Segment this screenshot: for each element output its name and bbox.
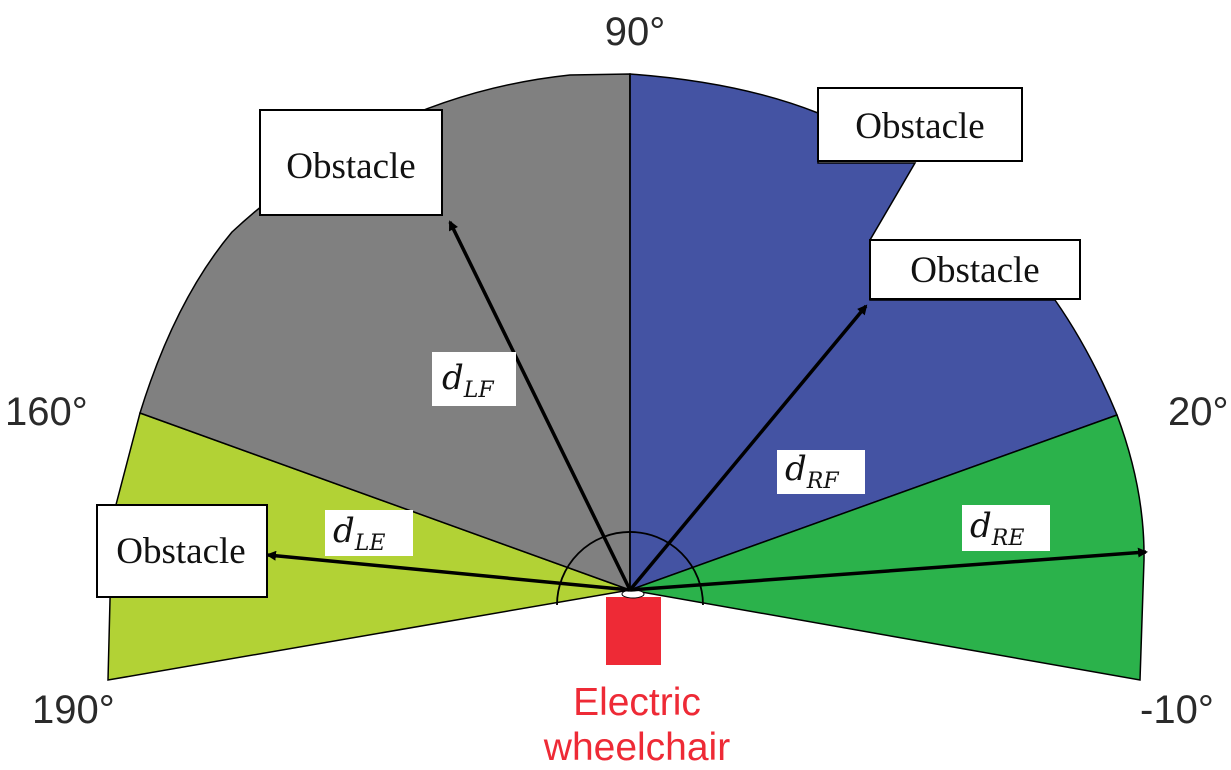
wheelchair-body <box>606 597 661 665</box>
obstacle-box-right-front-top: Obstacle <box>817 87 1023 162</box>
angle-label-neg10: -10° <box>1140 688 1214 732</box>
distance-label-re: dRE <box>962 505 1050 551</box>
distance-base: d <box>785 449 807 489</box>
arrow-le <box>266 550 631 592</box>
obstacle-box-left-front: Obstacle <box>259 109 443 216</box>
distance-label-le: dLE <box>325 510 413 556</box>
obstacle-label: Obstacle <box>116 531 245 572</box>
distance-sub: LE <box>354 531 386 556</box>
angle-label-160: 160° <box>5 390 88 434</box>
distance-base: d <box>970 506 992 546</box>
obstacle-label: Obstacle <box>286 146 415 187</box>
distance-label-lf: dLF <box>432 352 516 406</box>
distance-base: d <box>442 358 464 398</box>
angle-label-20: 20° <box>1168 390 1229 434</box>
right-front-sector <box>629 73 1118 592</box>
obstacle-box-left-edge: Obstacle <box>96 504 268 598</box>
distance-base: d <box>333 511 355 551</box>
angle-label-90: 90° <box>605 10 666 54</box>
obstacle-label: Obstacle <box>910 250 1039 291</box>
svg-text:dLE: dLE <box>333 511 385 556</box>
arrow-lf <box>448 220 632 591</box>
svg-text:dLF: dLF <box>442 358 494 403</box>
svg-text:dRE: dRE <box>970 506 1024 551</box>
wheelchair-label-line2: wheelchair <box>543 726 730 769</box>
distance-sub: RE <box>991 526 1025 551</box>
obstacle-label: Obstacle <box>855 106 984 147</box>
obstacle-box-right-front: Obstacle <box>869 239 1081 300</box>
arrow-re <box>629 547 1148 592</box>
angle-arc <box>556 531 704 606</box>
distance-label-rf: dRF <box>777 449 865 494</box>
svg-text:dRF: dRF <box>785 449 839 494</box>
arrow-rf <box>628 304 868 592</box>
wheelchair-label-line1: Electric <box>573 681 701 724</box>
distance-sub: LF <box>463 378 495 403</box>
right-edge-sector <box>627 414 1145 681</box>
angle-label-190: 190° <box>32 688 115 732</box>
distance-sub: RF <box>806 469 840 494</box>
